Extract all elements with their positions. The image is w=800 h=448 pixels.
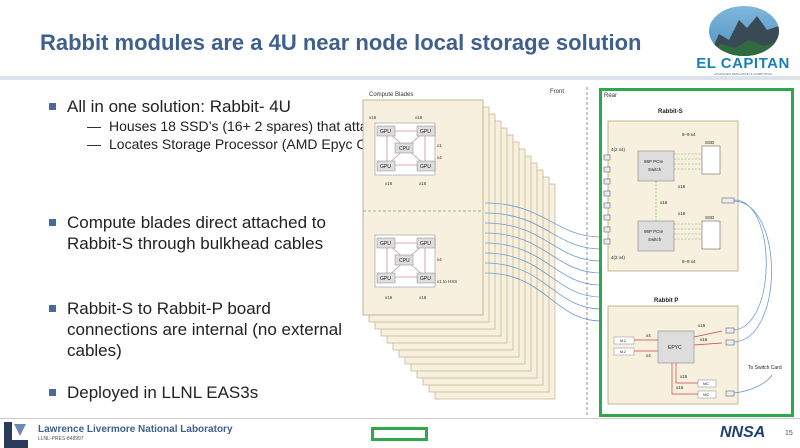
gpu-label: GPU (420, 276, 431, 282)
bulkhead-cable (484, 232, 601, 274)
title-divider (0, 76, 800, 80)
rear-panel-highlight: Rear Rabbit-S 96P PCIe Switch 96P PCIe S… (599, 88, 794, 417)
lane-label: x16 (419, 181, 427, 186)
lane-label: x16 (678, 211, 686, 216)
lane-label: 4(2 x4) (611, 255, 626, 260)
front-blade: GPU GPU GPU GPU CPU GPU GPU GPU GPU CPU … (362, 99, 484, 316)
gpu-label: GPU (420, 241, 431, 247)
lane-label: x16 (700, 337, 708, 342)
mountain-icon (709, 16, 779, 56)
pcie-switch-bottom (637, 220, 675, 252)
epyc-label: EPYC (668, 345, 682, 351)
lane-label: x1 (437, 279, 442, 284)
bullet-group-3: Rabbit-S to Rabbit-P board connections a… (45, 298, 345, 361)
lane-label: x4 (646, 353, 651, 358)
gpu-label: GPU (380, 276, 391, 282)
compute-blades-label: Compute Blades (369, 92, 413, 98)
lane-label: 8–9 x4 (682, 259, 696, 264)
document-code: LLNL-PRES-848997 (38, 436, 84, 442)
ssd-label: SSD (705, 215, 715, 220)
llnl-logo-icon (4, 422, 28, 448)
bulkhead-cable (484, 222, 601, 262)
bullet-group-2: Compute blades direct attached to Rabbit… (45, 212, 345, 254)
nnsa-logo: NNSA (720, 424, 766, 441)
lane-label: x16 (678, 184, 686, 189)
lane-label: 8–9 x4 (682, 132, 696, 137)
bulkhead-cable (484, 272, 601, 322)
lane-label: x1 (437, 143, 442, 148)
lane-label: x16 (676, 385, 684, 390)
gpu-label: GPU (420, 164, 431, 170)
lane-label: x4 (646, 333, 651, 338)
page-number: 15 (785, 430, 793, 437)
cpu-label: CPU (399, 146, 410, 152)
lane-label: 4(2 x4) (611, 147, 626, 152)
footer-divider (0, 418, 800, 419)
lane-label: x16 (698, 323, 706, 328)
rear-label: Rear (604, 93, 617, 99)
gpu-label: GPU (380, 241, 391, 247)
slide-title: Rabbit modules are a 4U near node local … (40, 30, 642, 55)
m2-label: M.2 (620, 339, 626, 343)
lab-name: Lawrence Livermore National Laboratory (38, 424, 233, 435)
lane-label: x16 (385, 295, 393, 300)
nic (697, 379, 717, 388)
epyc-chip (657, 330, 695, 364)
lane-label: x16 (369, 115, 377, 120)
logo-text: EL CAPITAN (696, 55, 790, 72)
bullet-item: Deployed in LLNL EAS3s (45, 382, 258, 403)
nic-label: NIC (703, 382, 710, 386)
bulkhead-connectors (603, 154, 735, 245)
bullet-item: All in one solution: Rabbit- 4U (45, 96, 508, 117)
lane-label: x16 (419, 295, 427, 300)
front-label: Front (550, 89, 564, 95)
lane-label: x16 (385, 181, 393, 186)
el-capitan-logo (709, 6, 779, 56)
lane-label: x16 (415, 115, 423, 120)
nic (697, 390, 717, 399)
to-switch-card-label: To Switch Card (748, 365, 782, 371)
bullet-group-4: Deployed in LLNL EAS3s (45, 382, 258, 403)
cpu-label: CPU (399, 258, 410, 264)
internal-cables (733, 199, 773, 394)
lane-label: x4 (437, 155, 442, 160)
gpu-label: GPU (420, 129, 431, 135)
switch-label: 96P PCIe (644, 229, 664, 234)
lane-label: x16 (680, 374, 688, 379)
pcie-switch-top (637, 150, 675, 182)
gpu-label: GPU (380, 129, 391, 135)
switch-label: Switch (648, 237, 662, 242)
lane-label: x16 (660, 200, 668, 205)
bulkhead-cable (484, 212, 601, 250)
nic-label: NIC (703, 393, 710, 397)
bulkhead-cable (484, 202, 601, 238)
highlight-box (371, 427, 428, 441)
switch-label: 96P PCIe (644, 159, 664, 164)
rabbit-p-label: Rabbit P (654, 298, 678, 304)
m2-label: M.2 (620, 350, 626, 354)
m2-slot (613, 336, 635, 345)
bullet-item: Rabbit-S to Rabbit-P board connections a… (45, 298, 345, 361)
logo-subtitle: ADVANCED SIMULATION & COMPUTING (714, 72, 772, 76)
m2-slot (613, 347, 635, 356)
bulkhead-cable (484, 262, 601, 310)
compute-blades-diagram: Compute Blades Front GPU GPU GPU GPU CPU… (362, 87, 601, 415)
to-hss-label: to HSS (443, 279, 457, 284)
bulkhead-cable (484, 252, 601, 298)
ssd-group-bottom (701, 220, 721, 250)
gpu-label: GPU (380, 164, 391, 170)
bullet-item: Compute blades direct attached to Rabbit… (45, 212, 345, 254)
ssd-group-top (701, 145, 721, 175)
switch-label: Switch (648, 167, 662, 172)
rabbit-boards-diagram: Rear Rabbit-S 96P PCIe Switch 96P PCIe S… (603, 93, 782, 405)
lane-label: x4 (437, 257, 442, 262)
bulkhead-cable (484, 242, 601, 286)
rabbit-s-label: Rabbit-S (658, 109, 683, 115)
ssd-label: SSD (705, 140, 715, 145)
